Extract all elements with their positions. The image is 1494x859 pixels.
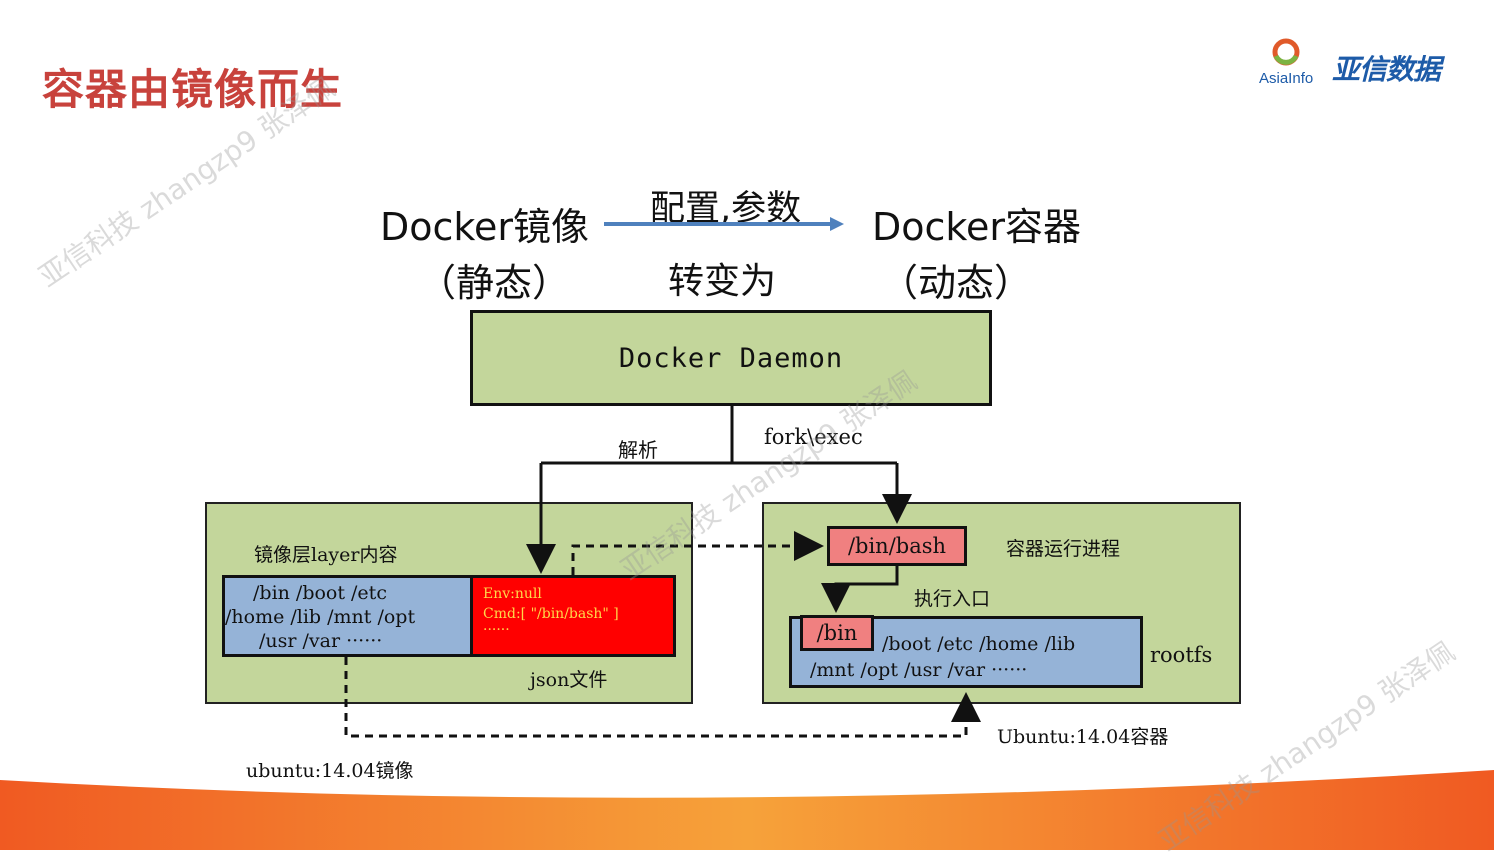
- json-file-caption: json文件: [530, 669, 608, 691]
- exec-entry-label: 执行入口: [914, 588, 991, 610]
- docker-daemon-box: Docker Daemon: [470, 310, 992, 406]
- image-fs-box: /bin /boot /etc /home /lib /mnt /opt /us…: [222, 575, 474, 657]
- process-label: 容器运行进程: [1006, 538, 1121, 560]
- footer-band: [0, 770, 1494, 850]
- fork-exec-label: fork\exec: [764, 425, 863, 449]
- json-line: Cmd:[ "/bin/bash" ]: [483, 606, 619, 622]
- bin-dir-box: /bin: [800, 615, 874, 651]
- rootfs-line: /boot /etc /home /lib: [882, 633, 1076, 655]
- cmd-dashed-arrow: [571, 531, 824, 575]
- asiainfo-ring-icon: [1272, 38, 1300, 66]
- image-caption: ubuntu:14.04镜像: [246, 760, 414, 782]
- logo-en-text: AsiaInfo: [1259, 70, 1314, 87]
- container-caption: Ubuntu:14.04容器: [997, 726, 1169, 748]
- image-fs-line: /bin /boot /etc: [253, 582, 387, 604]
- image-layer-title: 镜像层layer内容: [254, 544, 398, 566]
- rootfs-box: /boot /etc /home /lib /mnt /opt /usr /va…: [789, 616, 1143, 688]
- json-config-box: Env:null Cmd:[ "/bin/bash" ] ······: [470, 575, 676, 657]
- arrow-bottom-label: 转变为: [668, 261, 777, 302]
- parse-label: 解析: [618, 438, 658, 462]
- logo-cn-text: 亚信数据: [1332, 53, 1441, 86]
- docker-image-state: （静态）: [418, 261, 571, 305]
- image-to-rootfs-dashed-arrow: [344, 657, 981, 738]
- docker-container-label: Docker容器: [872, 205, 1082, 249]
- rootfs-line: /mnt /opt /usr /var ······: [810, 659, 1028, 681]
- transform-arrow: [604, 217, 844, 231]
- page-title: 容器由镜像而生: [42, 65, 344, 114]
- bin-bash-process: /bin/bash: [827, 526, 967, 566]
- docker-image-label: Docker镜像: [380, 205, 590, 249]
- image-fs-line: /usr /var ······: [259, 630, 383, 652]
- json-line: ······: [483, 622, 510, 638]
- image-fs-line: /home /lib /mnt /opt: [225, 606, 416, 628]
- json-line: Env:null: [483, 586, 542, 602]
- rootfs-label: rootfs: [1150, 643, 1213, 667]
- exec-entry-arrow: [821, 566, 899, 613]
- asiainfo-logo: AsiaInfo 亚信数据: [1256, 36, 1456, 96]
- docker-container-state: （动态）: [880, 261, 1033, 305]
